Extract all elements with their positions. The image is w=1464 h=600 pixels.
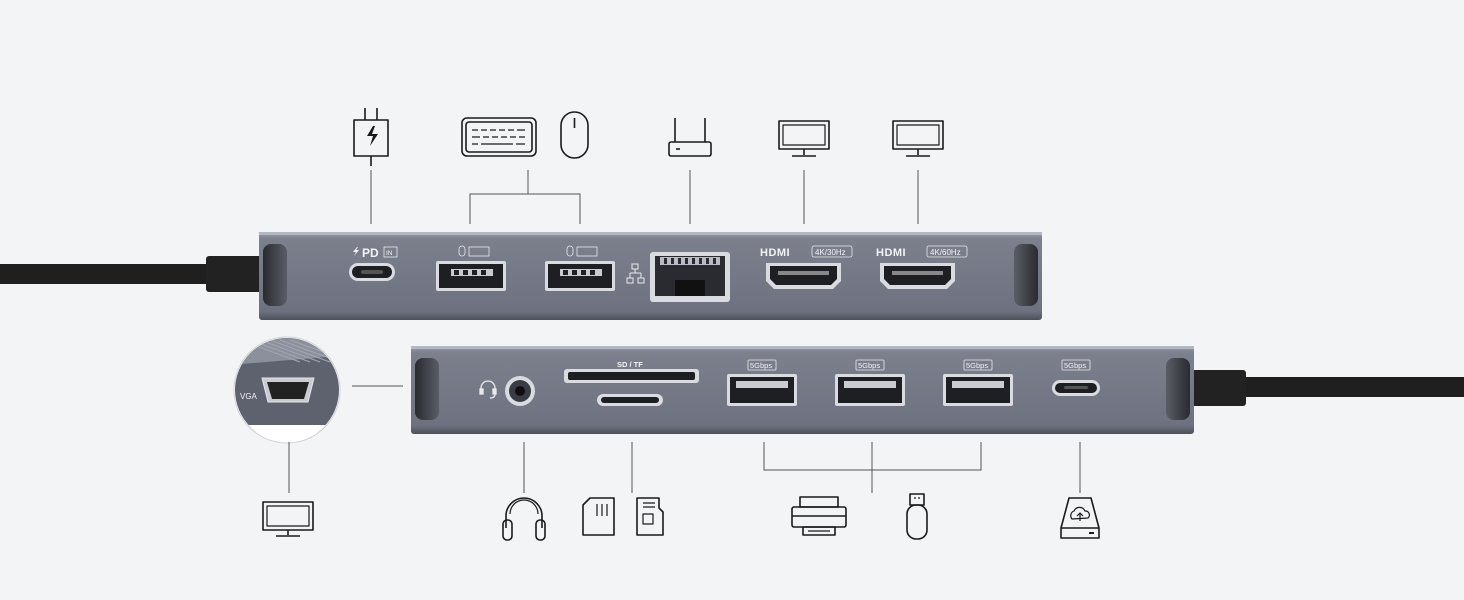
hdmi-2-spec: 4K/60Hz xyxy=(930,248,961,257)
charger-icon xyxy=(353,108,389,166)
vga-port[interactable] xyxy=(261,377,315,403)
vga-inset: VGA xyxy=(233,336,341,444)
sd-card-slot[interactable] xyxy=(564,369,699,383)
left-cable xyxy=(0,256,264,292)
usb-a-3-spec: 5Gbps xyxy=(966,361,988,370)
pd-label: PD IN xyxy=(353,246,398,260)
sd-card-icon xyxy=(582,497,615,536)
usb-a-5gbps-port-1[interactable]: 5Gbps xyxy=(727,359,797,406)
usb-a-5gbps-port-3[interactable]: 5Gbps xyxy=(943,359,1013,406)
ethernet-port[interactable] xyxy=(650,252,730,302)
sd-tf-label: SD / TF xyxy=(617,360,643,369)
usb-a-port-1[interactable] xyxy=(436,245,506,291)
bottom-hub: SD / TF 5Gbps 5Gbps 5Gbps xyxy=(411,346,1194,434)
router-icon xyxy=(668,118,712,157)
hdmi-2-text: HDMI xyxy=(876,247,906,259)
vga-text: VGA xyxy=(240,392,258,401)
monitor-icon-vga xyxy=(262,501,314,537)
pd-text: PD xyxy=(362,246,379,260)
printer-icon xyxy=(791,496,847,536)
hdmi-port-1[interactable]: HDMI 4K/30Hz xyxy=(760,245,853,289)
usb-flash-drive-icon xyxy=(906,493,928,540)
keyboard-icon xyxy=(461,117,537,157)
usb-a-2-spec: 5Gbps xyxy=(858,361,880,370)
usb-c-5gbps-port[interactable]: 5Gbps xyxy=(1052,359,1100,396)
monitor-icon-1 xyxy=(778,120,830,157)
network-mini-icon xyxy=(626,263,645,284)
mouse-icon xyxy=(560,111,589,159)
usb-c-spec: 5Gbps xyxy=(1064,361,1086,370)
usb-a-port-2[interactable] xyxy=(545,245,615,291)
hdmi-1-text: HDMI xyxy=(760,247,790,259)
audio-jack[interactable] xyxy=(505,376,535,406)
mouse-keyboard-mini-icon xyxy=(458,245,490,257)
top-hub: PD IN xyxy=(259,232,1042,320)
pd-in-text: IN xyxy=(386,250,393,257)
usb-c-pd-port[interactable] xyxy=(349,263,395,281)
hdmi-1-spec: 4K/30Hz xyxy=(815,248,846,257)
right-cable xyxy=(1190,370,1464,406)
external-drive-icon xyxy=(1060,497,1100,539)
headphones-icon xyxy=(502,497,546,541)
leader-lines xyxy=(288,170,1081,493)
micro-sd-card-icon xyxy=(636,497,664,536)
headset-mini-icon xyxy=(479,380,497,399)
monitor-icon-2 xyxy=(892,120,944,157)
tf-card-slot[interactable] xyxy=(597,394,663,406)
mouse-keyboard-mini-icon xyxy=(566,245,598,257)
hdmi-port-2[interactable]: HDMI 4K/60Hz xyxy=(876,245,968,289)
usb-a-1-spec: 5Gbps xyxy=(750,361,772,370)
usb-a-5gbps-port-2[interactable]: 5Gbps xyxy=(835,359,905,406)
